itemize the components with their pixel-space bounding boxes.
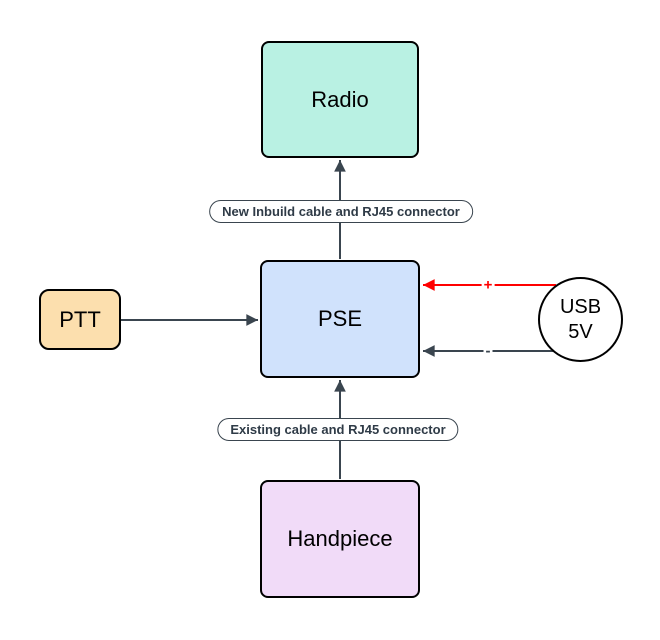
usb-node-label-line1: USB — [559, 295, 602, 318]
pse-node-label: PSE — [317, 306, 363, 331]
existing-cable-label: Existing cable and RJ45 connector — [217, 418, 459, 441]
ptt-node-label: PTT — [59, 306, 101, 332]
radio-node: Radio — [261, 41, 419, 158]
radio-node-label: Radio — [311, 86, 369, 112]
usb-node-label-line2: 5V — [568, 320, 593, 343]
handpiece-node-label: Handpiece — [287, 526, 393, 551]
usb-5v-node: USB 5V — [538, 277, 623, 362]
positive-wire-label: + — [481, 276, 495, 294]
ptt-node: PTT — [39, 289, 121, 350]
handpiece-node: Handpiece — [260, 480, 420, 598]
new-inbuild-cable-label: New Inbuild cable and RJ45 connector — [209, 200, 473, 223]
negative-wire-label: - — [483, 342, 493, 360]
pse-node: PSE — [260, 260, 420, 378]
